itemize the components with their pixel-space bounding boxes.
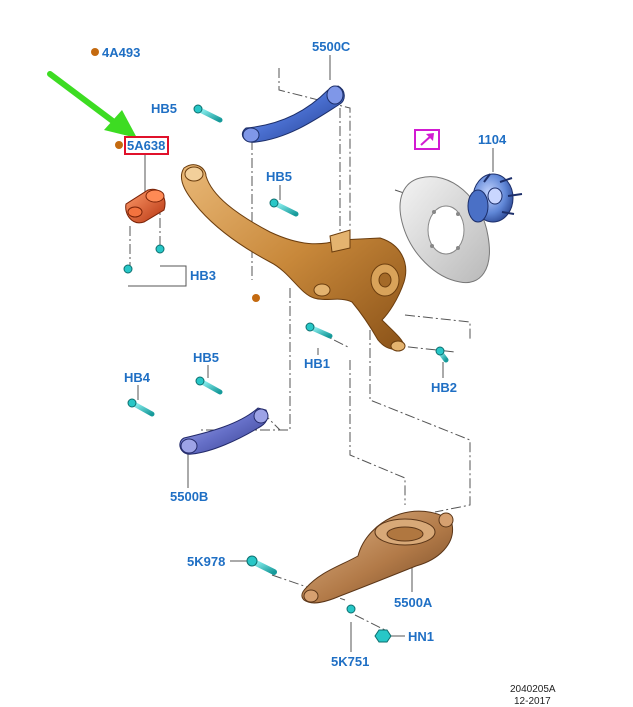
bushing-5a638 [125, 188, 166, 224]
label-5500b: 5500B [170, 489, 208, 504]
bolt-5k751 [346, 604, 356, 627]
label-1104: 1104 [478, 132, 507, 147]
label-5k978: 5K978 [187, 554, 225, 569]
bullet-4a493 [91, 48, 99, 56]
label-5a638: 5A638 [127, 138, 165, 153]
bolt-hb4 [127, 398, 155, 417]
label-hn1: HN1 [408, 629, 434, 644]
upper-control-arm-5500c [241, 85, 345, 143]
bolt-hb5-mid [269, 198, 299, 217]
label-hb4: HB4 [124, 370, 151, 385]
bolt-hb3-left [123, 264, 133, 291]
lower-link-5500b [179, 407, 269, 455]
bullet-5a638 [115, 141, 123, 149]
label-5k751: 5K751 [331, 654, 369, 669]
label-hb5-low: HB5 [193, 350, 219, 365]
bolt-hb5-top [193, 104, 223, 123]
bolt-hb3-right [155, 244, 165, 269]
diagram-code: 2040205A [510, 684, 556, 695]
label-5500c: 5500C [312, 39, 351, 54]
label-hb5-mid: HB5 [266, 169, 292, 184]
spring-lower-arm-5500a [301, 510, 454, 604]
wheel-hub-1104 [467, 173, 523, 223]
bolt-hb5-low [195, 376, 223, 395]
label-hb2: HB2 [431, 380, 457, 395]
diagram-date: 12-2017 [514, 696, 551, 707]
label-5500a: 5500A [394, 595, 433, 610]
label-hb5-top: HB5 [151, 101, 177, 116]
label-hb1: HB1 [304, 356, 330, 371]
bolt-5k978 [246, 555, 277, 575]
bracket-lines [128, 55, 494, 652]
label-4a493: 4A493 [102, 45, 140, 60]
bolt-hb1 [305, 322, 333, 339]
label-hb3: HB3 [190, 268, 216, 283]
highlight-box-5a638 [124, 136, 169, 155]
brake-shield-disc [399, 176, 490, 284]
shield-marker-icon [414, 129, 440, 150]
bolt-hb2 [435, 346, 449, 363]
nut-hn1 [374, 629, 392, 643]
knuckle-trailing-arm [180, 164, 407, 352]
bullet-trailing-arm [252, 294, 260, 302]
green-arrow-icon [47, 71, 137, 138]
